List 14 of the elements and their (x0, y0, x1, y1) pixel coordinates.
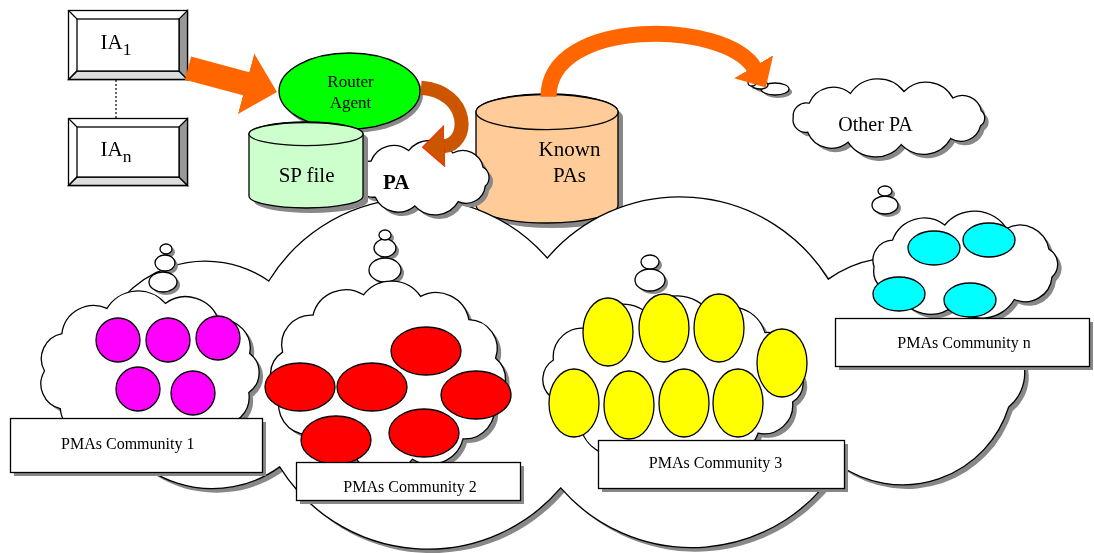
node-label: Other PA (838, 111, 913, 137)
node-label: PA (382, 168, 410, 195)
node-label: IA$_{1}$ (100, 29, 132, 61)
connector-line (115, 79, 117, 119)
node-label: SP file (278, 162, 335, 189)
node-label: PMAs Community 3 (648, 453, 783, 474)
node-label: PMAs Community n (897, 332, 1031, 353)
block-arrow (184, 53, 277, 115)
node-label: Router Agent (326, 70, 375, 114)
node-label: IA$_{n}$ (100, 136, 132, 168)
node-label: Known PAs (537, 135, 602, 188)
block-arrow (419, 80, 469, 167)
node-label: PMAs Community 1 (61, 434, 195, 455)
node-label: PMAs Community 2 (343, 477, 477, 498)
